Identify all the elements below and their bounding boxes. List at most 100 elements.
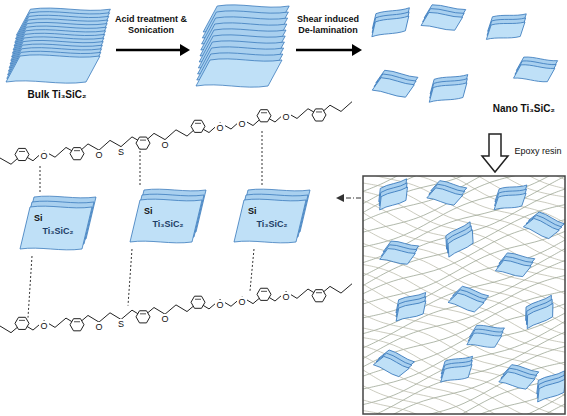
sheet [499, 370, 535, 392]
nano-flake [495, 251, 535, 279]
sheet [20, 206, 92, 250]
label-slot: Acid treatment & Sonication [110, 14, 192, 36]
flake: SiTi₃SiC₂ [128, 188, 208, 246]
arrow-shaft [296, 49, 354, 52]
interaction-line [250, 249, 254, 291]
label-slot: O [212, 294, 228, 312]
resin-mesh [363, 346, 565, 414]
resin-mesh [363, 394, 565, 414]
atom-label: O [39, 151, 48, 162]
benzene-ring [136, 311, 150, 323]
nano-flake [467, 324, 505, 348]
ring-inner [316, 292, 322, 293]
epoxy-chain [0, 284, 352, 333]
sheet [372, 76, 414, 99]
sheet [6, 55, 100, 83]
atom-label: S [117, 147, 125, 158]
atom-label: Si [144, 206, 153, 216]
ring-inner [140, 140, 146, 141]
sheet [533, 378, 565, 402]
label-slot: O [157, 308, 173, 326]
sheet [492, 193, 527, 211]
label-slot: Epoxy resin [512, 146, 564, 157]
hollow-arrow [482, 134, 508, 172]
nano-flake [491, 184, 530, 210]
ring-inner [140, 313, 146, 314]
sheet [380, 247, 416, 266]
nano-flake [499, 362, 539, 392]
sheet [438, 364, 474, 383]
resin-mesh [363, 400, 565, 414]
nano-flake [373, 178, 414, 210]
ring-inner [74, 321, 80, 322]
benzene-ring [15, 317, 29, 329]
resin-mesh [363, 275, 565, 358]
benzene-ring [191, 296, 205, 308]
stage-caption: Nano Ti₃SiC₂ [493, 103, 555, 114]
chain-bonds [0, 102, 352, 165]
arrow-head [352, 44, 362, 56]
sheet [427, 186, 463, 208]
atom-label: Si [34, 213, 43, 223]
label-slot: O [278, 286, 294, 304]
benzene-ring [70, 148, 84, 160]
ring-inner [19, 151, 25, 152]
sheet [523, 215, 559, 241]
flake-label: Ti₃SiC₂ [153, 219, 184, 229]
nano-flake [519, 295, 561, 329]
nano-flake [421, 3, 466, 32]
zoom-pointer [344, 197, 361, 198]
sheet [495, 258, 531, 278]
process-arrow [116, 44, 190, 56]
benzene-ring [191, 120, 205, 132]
sheet [467, 332, 502, 348]
atom-label: O [281, 292, 290, 303]
nano-flake [513, 56, 557, 83]
resin-mesh [363, 404, 565, 414]
atom-label: O [94, 322, 103, 333]
sheet [443, 229, 479, 257]
interaction-line [140, 149, 141, 185]
stage-caption: Bulk Ti₃SiC₂ [28, 89, 87, 100]
label-slot: O [157, 134, 173, 152]
resin-mesh [363, 328, 565, 407]
atom-label: O [160, 140, 169, 151]
resin-mesh [363, 386, 565, 414]
sheet [485, 21, 526, 40]
flake-label: Ti₃SiC₂ [257, 219, 288, 229]
atom-label: O [94, 150, 103, 161]
resin-mesh [363, 256, 565, 335]
interaction-line [28, 256, 32, 318]
label-slot: O [91, 316, 107, 334]
benzene-ring [312, 109, 326, 121]
nano-flake [439, 221, 481, 257]
flake: SiTi₃SiC₂ [232, 188, 312, 246]
atom-label: S [117, 319, 125, 330]
flake-picture [18, 195, 98, 253]
sheet [196, 59, 282, 87]
flake: SiTi₃SiC₂ [18, 195, 98, 253]
nano-flake [372, 68, 418, 99]
label-slot: Shear induced De-lamination [292, 14, 364, 36]
composite-border [363, 176, 565, 414]
sheet [448, 291, 484, 315]
sheet [375, 186, 411, 210]
benzene-ring [136, 137, 150, 149]
ring-inner [316, 111, 322, 112]
atom-label: O [237, 119, 246, 130]
label-slot: O [36, 145, 52, 163]
interaction-line [128, 249, 132, 306]
label-slot: O [212, 117, 228, 135]
chain-bonds [0, 284, 352, 333]
sheet [393, 300, 429, 322]
ring-inner [261, 112, 267, 113]
label-slot: S [113, 141, 129, 159]
flake-picture [128, 188, 208, 246]
atom-label: O [160, 314, 169, 325]
arrow-head [180, 44, 190, 56]
ring-inner [195, 123, 201, 124]
resin-mesh [363, 346, 565, 414]
nano-flake [484, 13, 528, 40]
